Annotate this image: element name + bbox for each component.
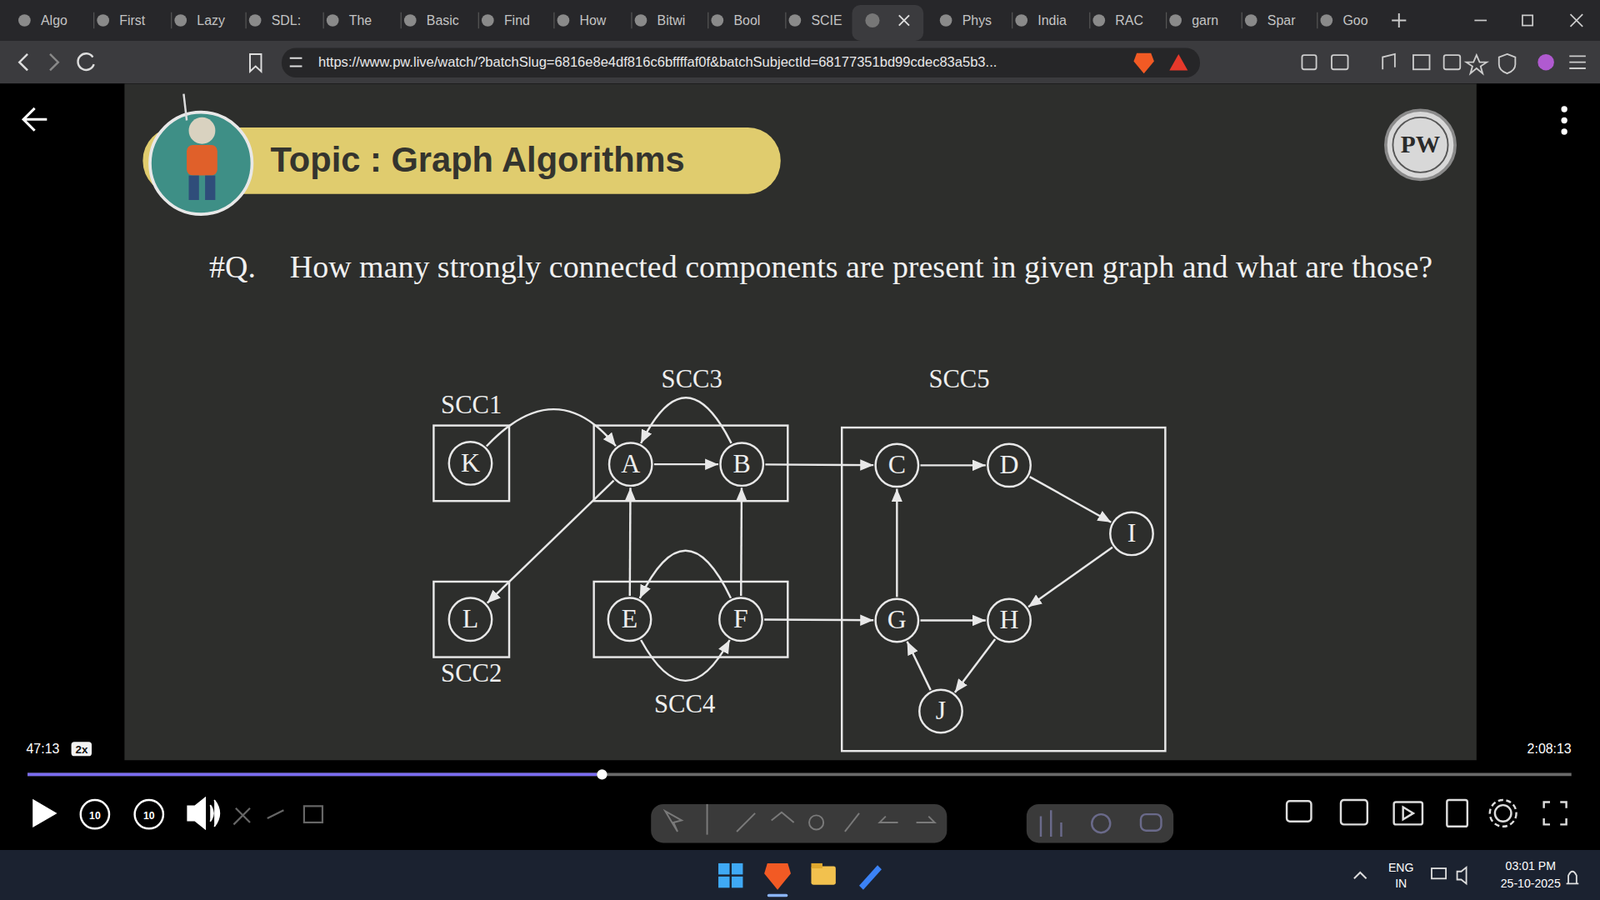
tab-title: Spar — [1267, 12, 1296, 28]
vertex-letter: L — [462, 605, 479, 633]
vertex-circle: B — [719, 441, 765, 487]
component-box: SCC4EF — [592, 580, 789, 659]
vertex-letter: J — [935, 698, 946, 725]
tab-title: Bool — [733, 12, 760, 28]
directed-edge — [486, 409, 616, 446]
component-heading: SCC3 — [661, 365, 723, 394]
question-text: How many strongly connected components a… — [290, 237, 1444, 297]
vertex-circle: F — [718, 596, 764, 642]
component-heading: SCC2 — [440, 659, 502, 688]
vertex-letter: B — [733, 450, 751, 478]
slide-title: Topic : Graph Algorithms — [270, 140, 685, 180]
directed-edge — [764, 618, 874, 621]
directed-edge — [765, 463, 874, 466]
vertex-letter: E — [621, 605, 638, 633]
vertex-letter: I — [1127, 520, 1137, 547]
tab-title: Algo — [40, 12, 68, 28]
directed-edge — [640, 550, 731, 599]
tab-title: SDL: — [271, 12, 301, 28]
tab-title: How — [580, 12, 607, 28]
address-url: https://www.pw.live/watch/?batchSlug=681… — [318, 55, 997, 70]
component-box: SCC1K — [432, 424, 510, 502]
tab-title: First — [119, 12, 145, 28]
vertex-circle: D — [986, 442, 1032, 488]
tray-region: IN — [1395, 877, 1407, 890]
vertex-circle: E — [607, 596, 653, 642]
vertex-circle: J — [918, 689, 964, 735]
vertex-circle: I — [1109, 510, 1155, 556]
vertex-circle: A — [608, 441, 654, 487]
directed-edge — [487, 480, 615, 604]
vertex-circle: C — [874, 442, 920, 488]
vertex-letter: F — [733, 605, 749, 633]
vertex-circle: H — [986, 598, 1032, 644]
directed-edge — [740, 487, 743, 596]
vertex-circle: L — [448, 596, 494, 642]
directed-edge — [640, 640, 730, 681]
tab-title: Basic — [426, 12, 460, 28]
tab-title: Phys — [962, 12, 992, 28]
tray-date: 25-10-2025 — [1500, 877, 1561, 890]
component-box: SCC3AB — [592, 424, 789, 502]
tab-title: India — [1037, 12, 1067, 28]
tray-time: 03:01 PM — [1505, 860, 1556, 873]
directed-edge — [920, 464, 985, 466]
tab-title: Lazy — [196, 12, 225, 28]
tab-title: Bitwi — [657, 12, 686, 28]
vertex-circle: G — [874, 598, 920, 644]
vertex-letter: K — [460, 450, 480, 477]
tab-title: The — [349, 12, 372, 28]
skip-back-seconds: 10 — [89, 810, 101, 821]
component-heading: SCC1 — [440, 390, 502, 420]
directed-edge — [654, 463, 719, 465]
vertex-letter: C — [888, 451, 906, 479]
vertex-letter: A — [620, 450, 640, 478]
skip-forward-seconds: 10 — [143, 810, 155, 821]
directed-edge — [907, 641, 931, 690]
directed-edge — [895, 489, 898, 598]
brand-logo: PW — [1400, 130, 1440, 159]
component-heading: SCC4 — [654, 690, 715, 719]
component-box: SCC2L — [432, 580, 510, 659]
tab-title: Find — [504, 12, 530, 28]
directed-edge — [955, 639, 995, 693]
vertex-letter: G — [887, 607, 907, 635]
directed-edge — [640, 397, 731, 444]
vertex-circle: K — [448, 440, 494, 486]
directed-edge — [629, 487, 632, 596]
tab-title: RAC — [1115, 12, 1144, 28]
vertex-letter: H — [1000, 607, 1020, 635]
tab-title: SCIE — [810, 12, 842, 28]
tab-title: Goo — [1342, 12, 1368, 28]
total-time: 2:08:13 — [1527, 741, 1572, 757]
component-box: SCC5CDIGHJ — [840, 426, 1167, 753]
directed-edge — [1030, 476, 1112, 523]
component-heading: SCC5 — [928, 365, 990, 394]
elapsed-time: 47:13 — [26, 741, 60, 757]
tray-language: ENG — [1388, 860, 1415, 874]
vertex-letter: D — [1000, 451, 1020, 479]
directed-edge — [1028, 547, 1113, 608]
directed-edge — [920, 619, 985, 621]
question-number: #Q. — [209, 237, 256, 297]
tab-title: garn — [1191, 12, 1219, 28]
speed-badge: 2x — [71, 741, 93, 756]
